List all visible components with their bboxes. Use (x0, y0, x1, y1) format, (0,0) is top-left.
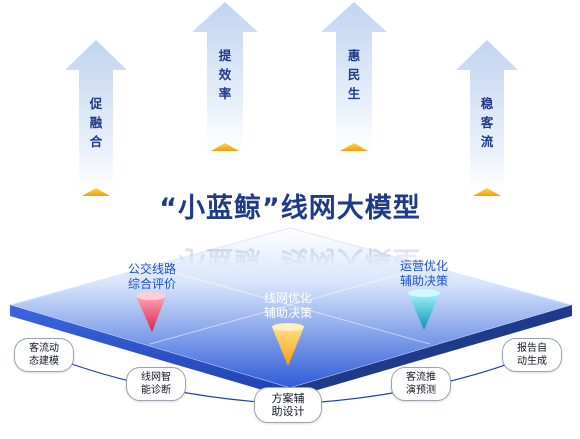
cap-label-network-optimization: 线网优化 辅助决策 (256, 291, 320, 321)
arrow-1 (65, 40, 127, 198)
model-title: “小蓝鲸”线网大模型 (159, 193, 421, 224)
module-4-line1: 客流推 (406, 372, 436, 383)
arrow-label-1: 促融合 (89, 96, 103, 149)
cap-2-line1: 线网优化 (263, 291, 312, 305)
module-pill-2: 线网智能诊断 (126, 367, 186, 401)
cap-3-line2: 辅助决策 (399, 274, 448, 288)
module-1-line2: 态建模 (29, 356, 59, 367)
module-3-line1: 方案辅 (271, 392, 305, 405)
platform (8, 227, 574, 398)
arrow-label-3: 惠民生 (347, 48, 361, 101)
module-4-line2: 演预测 (406, 385, 436, 396)
cap-1-line2: 综合评价 (127, 277, 176, 291)
module-pill-3: 方案辅助设计 (254, 387, 322, 423)
module-3-line2: 助设计 (271, 405, 305, 418)
module-1-line1: 客流动 (29, 343, 59, 354)
module-2-line2: 能诊断 (141, 385, 171, 396)
cone-red (136, 292, 166, 332)
module-2-line1: 线网智 (141, 372, 171, 383)
module-pill-1: 客流动态建模 (14, 338, 74, 372)
cap-label-route-evaluation: 公交线路 综合评价 (120, 262, 184, 292)
cap-label-operation-optimization: 运营优化 辅助决策 (392, 259, 456, 289)
cone-orange (272, 323, 304, 366)
arrow-3 (321, 2, 387, 155)
cap-3-line1: 运营优化 (399, 259, 448, 273)
cap-2-line2: 辅助决策 (263, 306, 312, 320)
module-pill-4: 客流推演预测 (391, 367, 451, 401)
module-5-line1: 报告自 (517, 343, 547, 354)
module-5-line2: 动生成 (517, 356, 547, 367)
arrow-label-2: 提效率 (218, 48, 232, 101)
arrow-2 (192, 2, 258, 155)
module-pill-5: 报告自动生成 (502, 338, 562, 372)
model-title-reflection: “小蓝鲸”线网大模型 (159, 244, 421, 275)
arrow-label-4: 稳客流 (480, 96, 494, 149)
cap-1-line1: 公交线路 (127, 262, 176, 276)
arrow-4 (456, 40, 518, 198)
cone-cyan (408, 289, 440, 330)
